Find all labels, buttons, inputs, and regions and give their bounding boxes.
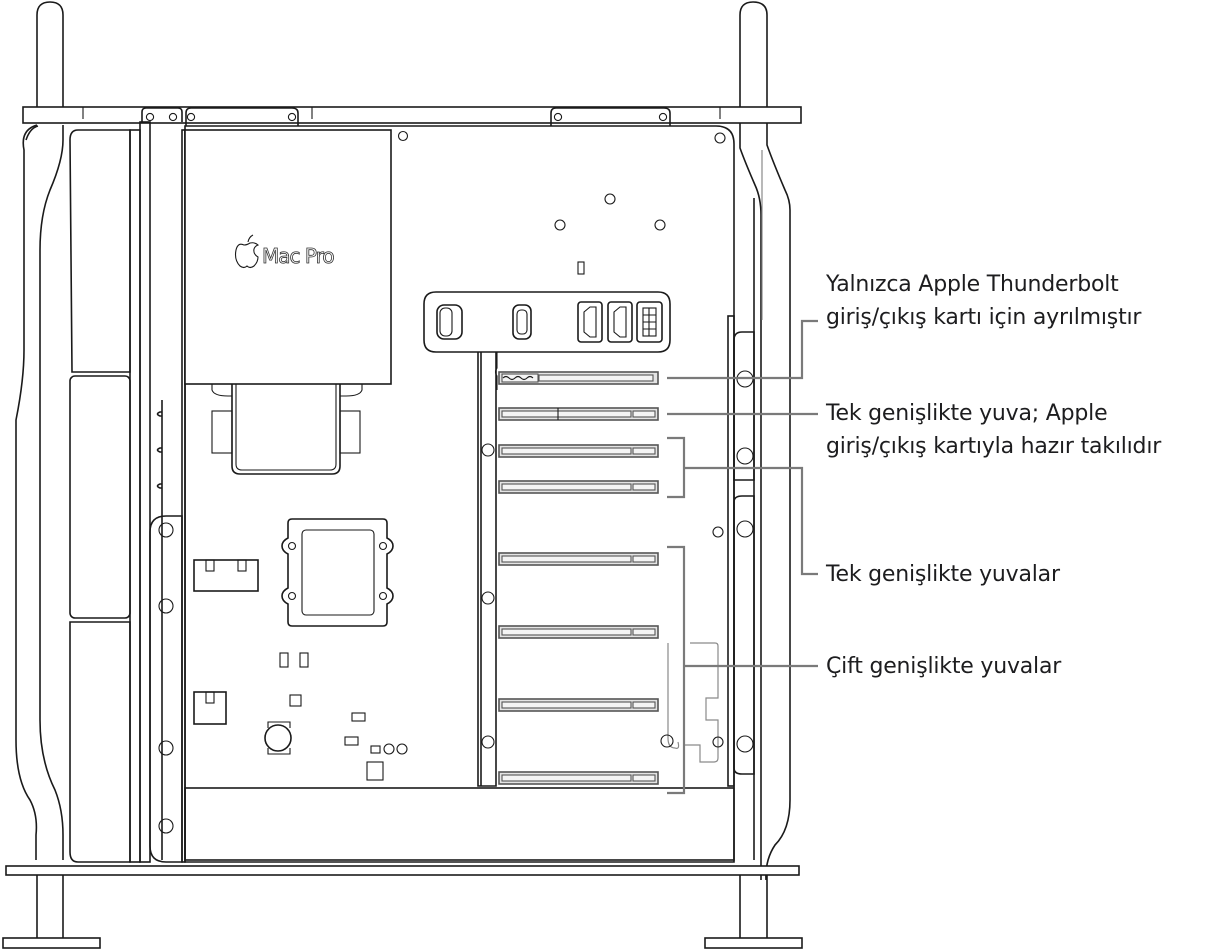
io-panel [423,291,671,353]
pcie-slot-6 [498,625,659,639]
feet [2,875,803,949]
power-connector-icon [636,301,663,343]
usb-a-port-icon [436,304,463,340]
callout-thunderbolt-io-slot: Yalnızca Apple Thunderbolt giriş/çıkış k… [826,268,1141,334]
callout-single-width-io-slot: Tek genişlikte yuva; Apple giriş/çıkış k… [826,397,1161,463]
board-components [193,559,408,781]
power-supply-module [184,129,392,475]
apple-logo-icon [234,234,260,269]
usb-c-port-icon [512,304,532,340]
hdmi-port-icon [607,301,633,343]
callout-line: giriş/çıkış kartı için ayrılmıştır [826,305,1142,330]
callout-line: giriş/çıkış kartıyla hazır takılıdır [826,434,1162,459]
pcie-slot-3 [498,444,659,458]
callout-leaders [667,319,818,795]
right-frame-handle [739,1,791,881]
left-structural-rails [129,107,186,863]
fan-modules [69,129,131,863]
svg-text:Mac Pro: Mac Pro [262,244,334,268]
pcie-slot-4 [498,480,659,494]
top-rail [22,106,802,124]
pcie-slot-8 [498,771,659,785]
pcie-slots [498,371,659,785]
bottom-rail [5,865,800,876]
callout-line: Çift genişlikte yuvalar [826,654,1062,679]
left-frame-handle [15,1,64,860]
mac-pro-logo: Mac Pro [234,234,336,269]
hdmi-port-icon [577,301,603,343]
top-brackets [185,107,671,126]
bottom-drive-bay [184,787,735,861]
board-screw-holes [397,130,726,275]
right-bracket-outline [660,526,724,763]
callout-line: Tek genişlikte yuvalar [826,562,1060,587]
pcie-slot-7 [498,698,659,712]
cpu-socket [281,518,394,627]
callout-single-width-slots: Tek genişlikte yuvalar [826,558,1060,591]
callout-line: Tek genişlikte yuva; Apple [826,401,1108,426]
callout-double-width-slots: Çift genişlikte yuvalar [826,650,1061,683]
callout-line: Yalnızca Apple Thunderbolt [826,272,1119,297]
pcie-slot-5 [498,552,659,566]
pcie-slot-2 [498,407,659,421]
pcie-rail [477,352,498,787]
pcie-slot-1 [498,371,659,385]
